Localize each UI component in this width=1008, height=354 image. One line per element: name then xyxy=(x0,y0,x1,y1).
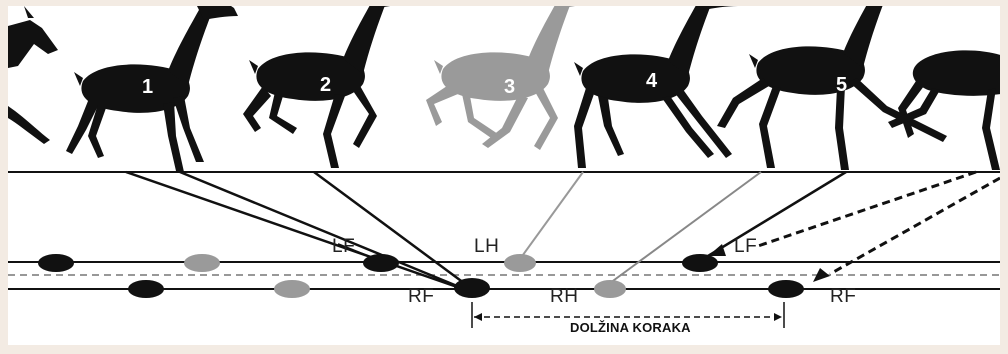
frame-number-4: 4 xyxy=(646,70,657,93)
dashed-arrows xyxy=(758,172,1000,274)
stride-length-caption: DOLŽINA KORAKA xyxy=(570,320,691,335)
frame-number-3: 3 xyxy=(504,76,515,99)
footprint-rf-3 xyxy=(768,280,804,298)
connector-lines xyxy=(126,172,846,288)
footprint-rf-1 xyxy=(128,280,164,298)
footprint-lf-1 xyxy=(38,254,74,272)
frame-number-5: 5 xyxy=(836,74,847,97)
footprint-rh-2 xyxy=(594,280,626,298)
frame-number-2: 2 xyxy=(320,74,331,97)
footprint-rh-1 xyxy=(274,280,310,298)
deer-partial-left xyxy=(8,6,58,144)
frame-number-1: 1 xyxy=(142,76,153,99)
footprint-lh-2 xyxy=(504,254,536,272)
footprint-lf-2 xyxy=(363,254,399,272)
diagram-panel: 1 2 3 4 5 LF LH LF RF RH RF DOLŽINA KORA… xyxy=(8,6,1000,345)
connector-lh xyxy=(520,172,583,259)
label-rh: RH xyxy=(550,286,578,308)
footprint-rf-2 xyxy=(454,278,490,298)
label-lf-right: LF xyxy=(734,236,757,258)
label-rf-right: RF xyxy=(830,286,856,308)
label-lf-left: LF xyxy=(332,236,355,258)
label-lh: LH xyxy=(474,236,499,258)
footprint-lh-1 xyxy=(184,254,220,272)
label-rf-left: RF xyxy=(408,286,434,308)
footprint-lf-3 xyxy=(682,254,718,272)
deer-partial-right xyxy=(888,50,1000,170)
